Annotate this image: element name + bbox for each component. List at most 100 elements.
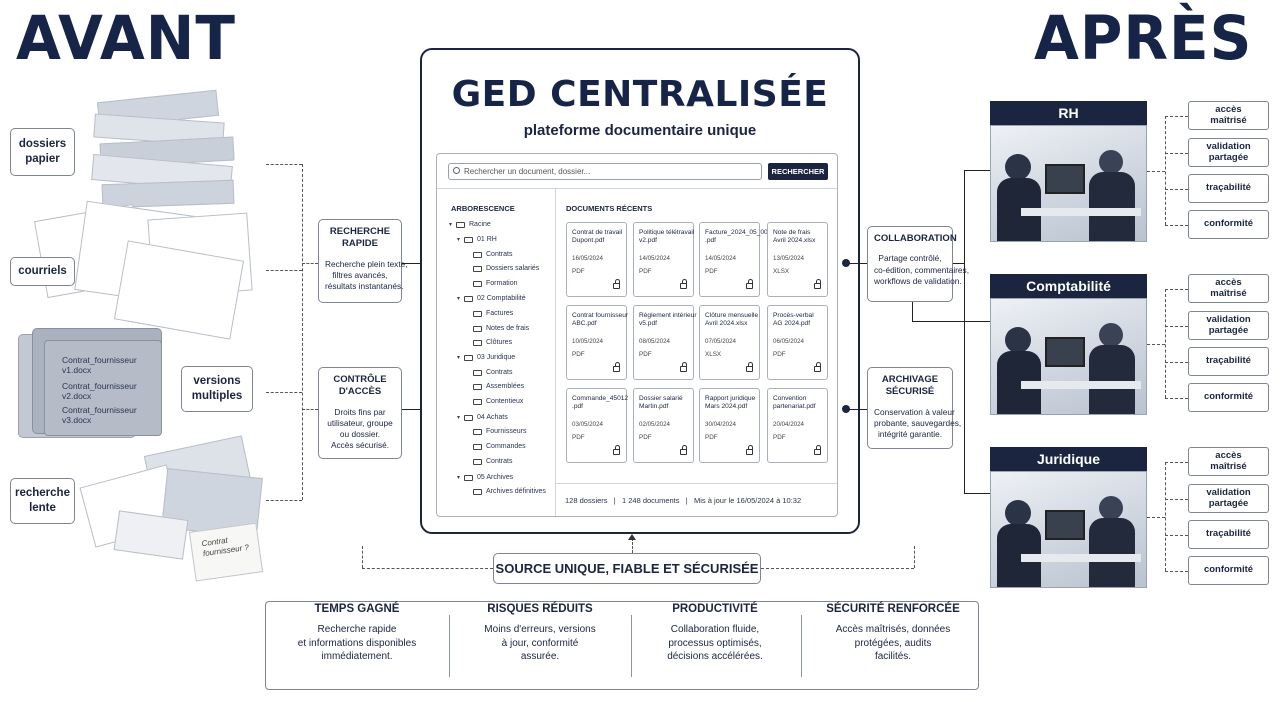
benefit-title: PRODUCTIVITÉ [672,603,758,615]
ged-panel: GED CENTRALISÉE plateforme documentaire … [420,48,860,534]
tree-item[interactable]: Contrats [473,369,512,376]
chevron-down-icon[interactable]: ▾ [457,475,461,481]
benefit-desc: Collaboration fluide, processus optimisé… [667,624,763,662]
chevron-down-icon[interactable]: ▾ [457,296,461,302]
label-courriels: courriels [10,257,75,286]
document-date: 07/05/2024 [705,338,736,345]
tree-item[interactable]: ▾01 RH [457,236,497,243]
document-name: Rapport juridique Mars 2024.pdf [705,395,756,411]
department-perk: traçabilité [1188,347,1269,376]
versions-folder-image: Contrat_fournisseur v1.docx Contrat_four… [18,328,163,440]
department-photo [990,298,1147,415]
benefit-item: PRODUCTIVITÉ Collaboration fluide, proces… [630,603,800,664]
tree-item[interactable]: ▾03 Juridique [457,354,515,361]
contract-note: Contrat fournisseur ? [188,522,264,582]
document-type: PDF [773,351,786,358]
benefit-title: RISQUES RÉDUITS [487,603,593,615]
source-unique-box: SOURCE UNIQUE, FIABLE ET SÉCURISÉE [493,553,761,584]
document-date: 13/05/2024 [773,255,804,262]
benefit-desc: Recherche rapide et informations disponi… [297,624,417,662]
tree-item[interactable]: Archives définitives [473,488,546,495]
benefit-desc: Moins d'erreurs, versions à jour, confor… [484,624,596,662]
folder-icon [473,325,482,332]
label-versions-multiples: versions multiples [181,366,253,412]
lock-icon [613,445,620,455]
document-name: Commande_45012 .pdf [572,395,629,411]
tree-item[interactable]: Factures [473,310,513,317]
tree-item[interactable]: Commandes [473,443,526,450]
department-header: Juridique [990,447,1147,471]
lock-icon [814,279,821,289]
avant-title: AVANT [16,2,236,74]
version-file-1: Contrat_fournisseur v1.docx [62,355,137,375]
folder-icon [464,295,473,302]
ged-subtitle: plateforme documentaire unique [523,122,757,139]
benefit-title: SÉCURITÉ RENFORCÉE [826,603,960,615]
tree-item-label: Fournisseurs [486,428,527,435]
tree-item[interactable]: Contentieux [473,398,523,405]
document-type: PDF [572,351,585,358]
feature-collaboration: COLLABORATION Partage contrôlé, co-éditi… [867,226,969,302]
search-input[interactable]: Rechercher un document, dossier... [448,163,762,180]
document-type: PDF [639,268,652,275]
benefits-panel [265,601,979,690]
tree-item[interactable]: ▾04 Achats [457,414,508,421]
folder-icon [473,428,482,435]
document-type: PDF [705,268,718,275]
feature-controle-desc: Droits fins par utilisateur, groupe ou d… [327,406,393,451]
tree-item[interactable]: ▾Racine [449,221,491,228]
department-header: Comptabilité [990,274,1147,298]
tree-item[interactable]: ▾05 Archives [457,474,513,481]
documents-title: DOCUMENTS RÉCENTS [566,204,653,213]
folder-icon [464,474,473,481]
search-icon [453,167,460,174]
tree-item[interactable]: Assemblées [473,383,524,390]
department-perk: validation partagée [1188,311,1269,340]
department-perk: traçabilité [1188,520,1269,549]
tree-item[interactable]: Clôtures [473,339,512,346]
tree-item[interactable]: Dossiers salariés [473,265,539,272]
tree-item[interactable]: Notes de frais [473,325,529,332]
feature-archivage-desc: Conservation à valeur probante, sauvegar… [874,406,962,440]
tree-item-label: Dossiers salariés [486,265,540,272]
tree-item[interactable]: ▾ 02 Comptabilité [457,295,526,302]
chevron-down-icon[interactable]: ▾ [457,237,461,243]
tree-item-label: Archives définitives [486,488,546,495]
tree-item[interactable]: Contrats [473,251,512,258]
document-date: 14/05/2024 [639,255,670,262]
tree-item[interactable]: Contrats [473,458,512,465]
tree-item-label: 02 Comptabilité [477,295,526,302]
document-type: PDF [773,434,786,441]
chevron-down-icon[interactable]: ▾ [457,415,461,421]
document-date: 08/05/2024 [639,338,670,345]
tree-item[interactable]: Formation [473,280,518,287]
chevron-down-icon[interactable]: ▾ [449,222,453,228]
tree-item-label: Factures [486,310,514,317]
label-dossiers-papier: dossiers papier [10,128,75,176]
feature-recherche-title: RECHERCHE RAPIDE [329,226,391,250]
benefit-desc: Accès maîtrisés, données protégées, audi… [835,624,951,662]
tree-item[interactable]: Fournisseurs [473,428,526,435]
folder-icon [464,236,473,243]
feature-controle-acces: CONTRÔLE D'ACCÈS Droits fins par utilisa… [318,367,402,459]
search-button[interactable]: RECHERCHER [768,163,828,180]
tree-item-label: Assemblées [486,383,525,390]
document-name: Contrat fournisseur ABC.pdf [572,312,629,328]
department-perk: accès maîtrisé [1188,101,1269,130]
chevron-down-icon[interactable]: ▾ [457,355,461,361]
document-date: 10/05/2024 [572,338,603,345]
lock-icon [814,362,821,372]
document-name: Politique télétravail v2.pdf [639,229,695,245]
